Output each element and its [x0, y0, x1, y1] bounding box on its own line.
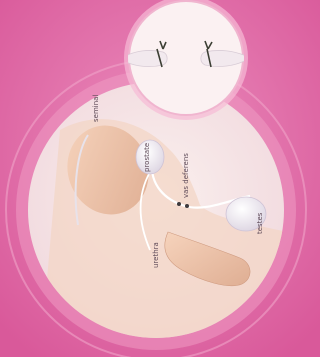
label-seminal: seminal: [92, 95, 100, 122]
label-prostate: prostate: [143, 143, 151, 172]
ligature-dot: [185, 204, 189, 208]
ligature-dot: [177, 202, 181, 206]
label-vas-deferens: vas deferens: [182, 153, 190, 198]
label-testes: testes: [256, 212, 264, 234]
label-urethra: urethra: [152, 242, 160, 268]
